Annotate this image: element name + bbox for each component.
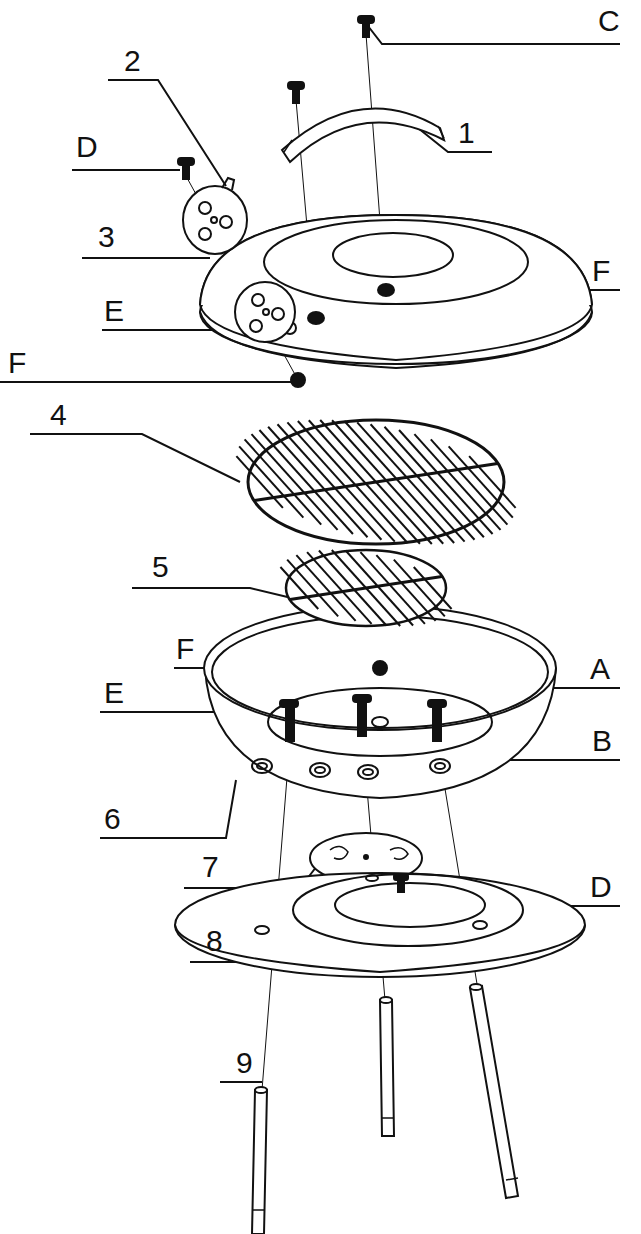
- grate-bar: [319, 551, 386, 626]
- grate-bar: [431, 439, 508, 524]
- grate-bar: [287, 560, 338, 617]
- callout-label: 9: [236, 1048, 253, 1078]
- callout-label: D: [76, 132, 98, 162]
- grate-bar: [376, 555, 435, 621]
- callout-label: F: [176, 634, 194, 664]
- grate-bar: [394, 560, 445, 617]
- leader-lines: [0, 26, 620, 1082]
- grate-bar: [414, 434, 500, 530]
- grate-bar: [252, 434, 338, 530]
- callout-label: 1: [458, 118, 475, 148]
- callout-label: 3: [98, 222, 115, 252]
- callout-label: 2: [124, 46, 141, 76]
- callout-label: F: [592, 256, 610, 286]
- callout-label: 4: [50, 400, 67, 430]
- callout-label: 5: [152, 552, 169, 582]
- callout-label: E: [104, 678, 124, 708]
- grate-bar: [309, 420, 420, 543]
- grate-bar: [414, 567, 452, 609]
- callout-label: B: [592, 726, 612, 756]
- callout-label: 8: [206, 926, 223, 956]
- callout-label: A: [590, 654, 610, 684]
- grate-bar: [277, 424, 381, 540]
- grate-bar: [371, 424, 475, 540]
- grate-bar: [344, 421, 454, 543]
- grate-bar: [259, 430, 353, 534]
- grate-bar: [449, 446, 513, 517]
- callout-label: E: [104, 296, 124, 326]
- grate-bar: [332, 420, 443, 543]
- callout-label: C: [598, 6, 620, 36]
- callout-label: 7: [202, 852, 219, 882]
- grate-bar: [245, 439, 322, 524]
- callout-label: F: [8, 348, 26, 378]
- callout-label: 6: [104, 804, 121, 834]
- grate-bar: [399, 430, 493, 534]
- callout-label: D: [590, 872, 612, 902]
- grate-bar: [298, 421, 408, 543]
- grate-bar: [346, 551, 413, 626]
- grate-bar: [296, 555, 355, 621]
